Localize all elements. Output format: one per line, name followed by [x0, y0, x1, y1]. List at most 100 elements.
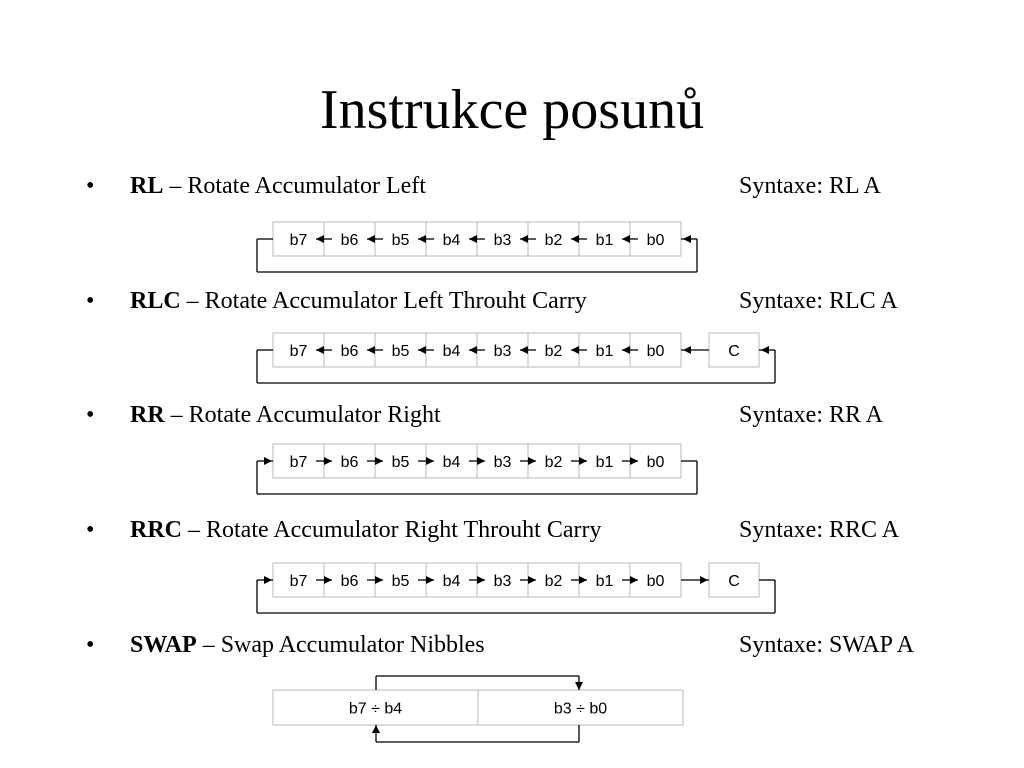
- bit-label: b1: [596, 454, 614, 471]
- instruction-name: RL: [130, 173, 164, 199]
- arrowhead: [367, 235, 375, 243]
- bit-label: b6: [341, 343, 359, 360]
- bit-label: b7: [290, 454, 308, 471]
- instruction-swap: • SWAP – Swap Accumulator Nibbles Syntax…: [0, 629, 1024, 661]
- bit-cell: [527, 332, 580, 368]
- arrowhead: [316, 235, 324, 243]
- bit-label: b1: [596, 343, 614, 360]
- bit-cell: [374, 562, 427, 598]
- instruction-name: RR: [130, 402, 165, 428]
- bit-label: b7: [290, 232, 308, 249]
- arrowhead: [622, 346, 630, 354]
- arrowhead: [683, 346, 691, 354]
- arrowhead: [579, 576, 587, 584]
- bit-cell: [476, 221, 529, 257]
- instruction-name: RRC: [130, 517, 182, 543]
- arrowhead: [375, 576, 383, 584]
- instruction-text: SWAP – Swap Accumulator Nibbles: [130, 629, 485, 661]
- bit-label: b6: [341, 454, 359, 471]
- bit-cell: [476, 443, 529, 479]
- instruction-name: SWAP: [130, 632, 197, 658]
- arrowhead: [683, 235, 691, 243]
- arrowhead: [324, 576, 332, 584]
- bit-label: b4: [443, 343, 461, 360]
- arrowhead: [316, 346, 324, 354]
- carry-label: C: [728, 343, 740, 360]
- bit-label: b5: [392, 573, 410, 590]
- arrowhead: [264, 457, 272, 465]
- arrowhead: [622, 235, 630, 243]
- bit-label: b3: [494, 454, 512, 471]
- bit-label: b2: [545, 232, 563, 249]
- arrowhead: [375, 457, 383, 465]
- bit-label: b7: [290, 343, 308, 360]
- bit-label: b2: [545, 454, 563, 471]
- arrowhead: [469, 346, 477, 354]
- bit-label: b5: [392, 343, 410, 360]
- arrowhead: [575, 682, 583, 690]
- arrowhead: [264, 576, 272, 584]
- bit-label: b0: [647, 454, 665, 471]
- bit-cell: [323, 443, 376, 479]
- bit-cell: [272, 332, 325, 368]
- bit-cell: [578, 221, 631, 257]
- arrowhead: [571, 346, 579, 354]
- bit-cell: [527, 562, 580, 598]
- bit-cell: [323, 221, 376, 257]
- arrowhead: [520, 235, 528, 243]
- arrowhead: [418, 346, 426, 354]
- bit-label: b4: [443, 454, 461, 471]
- nibble-high-cell: [272, 689, 479, 726]
- bit-label: b2: [545, 343, 563, 360]
- nibble-low-cell: [477, 689, 684, 726]
- arrowhead: [418, 235, 426, 243]
- arrowhead: [528, 576, 536, 584]
- instruction-text: RL – Rotate Accumulator Left: [130, 170, 426, 202]
- bit-label: b4: [443, 573, 461, 590]
- bit-label: b3: [494, 232, 512, 249]
- instruction-text: RR – Rotate Accumulator Right: [130, 399, 441, 431]
- arrowhead: [469, 235, 477, 243]
- instruction-description: – Rotate Accumulator Left: [163, 173, 426, 199]
- instruction-name: RLC: [130, 288, 181, 314]
- instruction-description: – Rotate Accumulator Right Throuht Carry: [182, 517, 602, 543]
- bit-label: b1: [596, 232, 614, 249]
- instruction-rlc: • RLC – Rotate Accumulator Left Throuht …: [0, 285, 1024, 317]
- arrowhead: [477, 576, 485, 584]
- carry-label: C: [728, 573, 740, 590]
- instruction-text: RLC – Rotate Accumulator Left Throuht Ca…: [130, 285, 587, 317]
- bit-label: b4: [443, 232, 461, 249]
- bit-label: b3: [494, 573, 512, 590]
- arrowhead: [630, 576, 638, 584]
- bit-cell: [323, 332, 376, 368]
- bit-cell: [629, 562, 682, 598]
- bullet: •: [86, 288, 95, 314]
- bit-label: b5: [392, 232, 410, 249]
- instruction-description: – Rotate Accumulator Left Throuht Carry: [180, 288, 587, 314]
- bullet: •: [86, 517, 95, 543]
- arrowhead: [761, 346, 769, 354]
- rl-bit-diagram: b7 b6 b5 b4 b3 b2 b1 b0: [256, 221, 698, 273]
- bit-label: b3: [494, 343, 512, 360]
- instruction-rl: • RL – Rotate Accumulator Left Syntaxe: …: [0, 170, 1024, 202]
- slide-title: Instrukce posunů: [319, 79, 705, 141]
- bit-cell: [272, 562, 325, 598]
- bit-cell: [374, 443, 427, 479]
- bit-label: b6: [341, 232, 359, 249]
- bit-label: b0: [647, 232, 665, 249]
- arrowhead: [571, 235, 579, 243]
- instruction-description: – Rotate Accumulator Right: [164, 402, 441, 428]
- bit-cell: [374, 221, 427, 257]
- instruction-syntax: Syntaxe: RRC A: [739, 517, 900, 543]
- instruction-description: – Swap Accumulator Nibbles: [196, 632, 485, 658]
- bullet: •: [86, 402, 95, 428]
- arrowhead: [426, 576, 434, 584]
- instruction-syntax: Syntaxe: RLC A: [739, 288, 898, 314]
- arrowhead: [477, 457, 485, 465]
- arrowhead: [630, 457, 638, 465]
- bit-cell: [578, 332, 631, 368]
- bit-label: b0: [647, 573, 665, 590]
